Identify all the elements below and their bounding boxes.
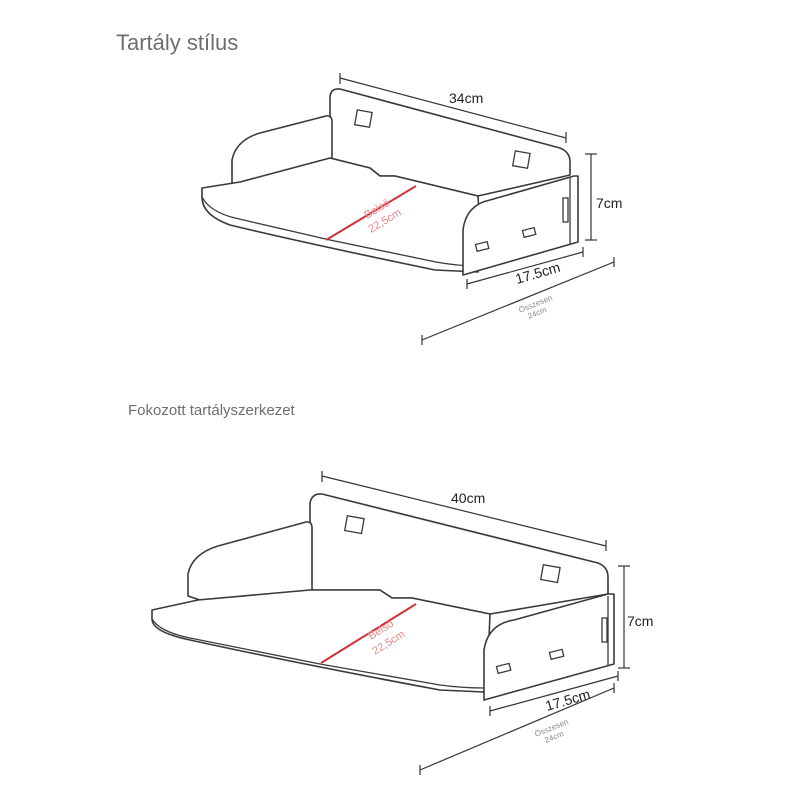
- shelf-1-depth-label: 17.5cm: [513, 259, 562, 287]
- shelf-2-front-slot-2: [548, 648, 565, 661]
- shelf-1-front-slot-3: [562, 197, 569, 223]
- shelf-2-back-slot-right: [539, 563, 561, 584]
- shelf-1-back-slot-right: [511, 150, 531, 170]
- shelf-1-illustration: Belső 22,5cm: [201, 88, 579, 276]
- shelf-1-left-panel: [231, 115, 333, 185]
- shelf-1-height-label: 7cm: [596, 195, 622, 211]
- shelf-2-inner-depth-line: [320, 603, 417, 664]
- shelf-1-inner-depth-line: [325, 185, 417, 241]
- shelf-1-width-label: 34cm: [449, 90, 483, 106]
- shelf-1-base: [201, 157, 481, 273]
- shelf-2-front-slot-3: [601, 617, 608, 643]
- shelf-1-back-panel: [329, 88, 571, 197]
- shelf-2-base-edge: [151, 618, 485, 689]
- shelf-2-width-label: 40cm: [451, 490, 485, 506]
- shelf-2-illustration: Belső 22,5cm: [151, 493, 615, 701]
- shelf-1-front-panel: [462, 175, 579, 276]
- shelf-2-base: [151, 589, 491, 693]
- shelf-2-front-slot-1: [495, 662, 512, 675]
- shelf-2-back-panel: [309, 493, 609, 615]
- section-2-title: Fokozott tartályszerkezet: [128, 402, 295, 419]
- shelf-2-front-panel: [483, 593, 615, 701]
- shelf-2-left-panel: [187, 521, 313, 601]
- shelf-1-front-slot-2: [521, 226, 537, 239]
- shelf-2-height-label: 7cm: [627, 613, 653, 629]
- shelf-1-front-slot-1: [474, 240, 490, 253]
- shelf-2-back-slot-left: [343, 514, 365, 535]
- section-1-title: Tartály stílus: [116, 30, 239, 55]
- shelf-1-back-slot-left: [353, 109, 373, 129]
